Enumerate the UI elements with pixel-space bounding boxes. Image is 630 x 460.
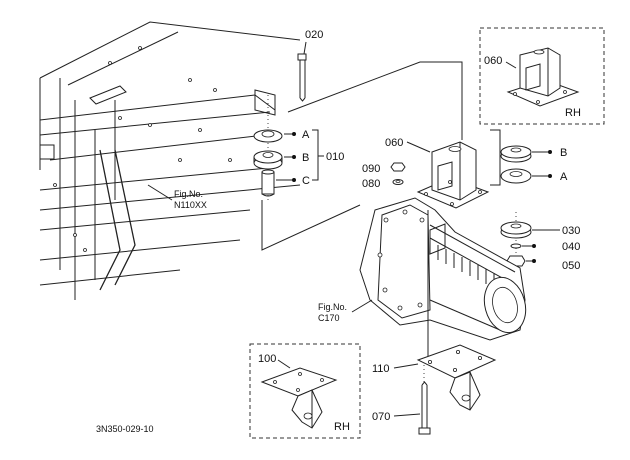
vertical-assembly-lines (423, 210, 429, 385)
frame-bolt-holes (53, 46, 232, 252)
part-020-bolt: 020 (297, 29, 323, 102)
inset-label-100: 100 (258, 353, 276, 365)
part-030-040-050-stack: 030 040 050 (500, 212, 580, 272)
assembly-leaders (261, 61, 463, 251)
part-label-090: 090 (362, 163, 380, 175)
part-label-050: 050 (562, 260, 580, 272)
part-label-020: 020 (305, 29, 323, 41)
part-010-mount-right: B A (490, 129, 568, 186)
callouts-010: A B C 010 (276, 129, 344, 187)
callout-c-left: C (302, 175, 310, 187)
ref-c170-line1: Fig.No. (318, 302, 347, 312)
callout-b-left: B (302, 152, 309, 164)
part-label-010: 010 (326, 151, 344, 163)
inset-060-rh: 060 RH (479, 27, 605, 125)
part-110-bracket: 110 (372, 344, 497, 411)
inset-label-060: 060 (484, 55, 502, 67)
axle-housing (359, 197, 527, 341)
part-label-110: 110 (372, 363, 390, 375)
part-label-070: 070 (372, 411, 390, 423)
callout-b-right: B (560, 147, 567, 159)
inset-side-rh-bottom: RH (334, 421, 350, 433)
part-label-080: 080 (362, 178, 380, 190)
reference-c170: Fig.No. C170 (318, 299, 373, 323)
part-070-bolt: 070 (372, 381, 431, 435)
tractor-frame (39, 21, 301, 300)
ref-c170-line2: C170 (318, 313, 340, 323)
drawing-code: 3N350-029-10 (96, 424, 154, 434)
inset-100-rh: 100 RH (249, 343, 361, 439)
part-label-040: 040 (562, 241, 580, 253)
housing-ribs (437, 245, 495, 288)
ref-n110-line2: N110XX (174, 200, 207, 210)
inset-side-rh-top: RH (565, 107, 581, 119)
callout-a-left: A (302, 129, 310, 141)
part-label-060: 060 (385, 137, 403, 149)
reference-n110xx: Fig.No. N110XX (147, 184, 207, 210)
ref-n110-line1: Fig.No. (174, 189, 203, 199)
part-label-030: 030 (562, 225, 580, 237)
part-060-bracket: 060 (385, 137, 490, 209)
part-090-080-hardware: 090 080 (362, 162, 406, 190)
part-010-mount-left (253, 95, 283, 200)
callout-a-right: A (560, 171, 568, 183)
